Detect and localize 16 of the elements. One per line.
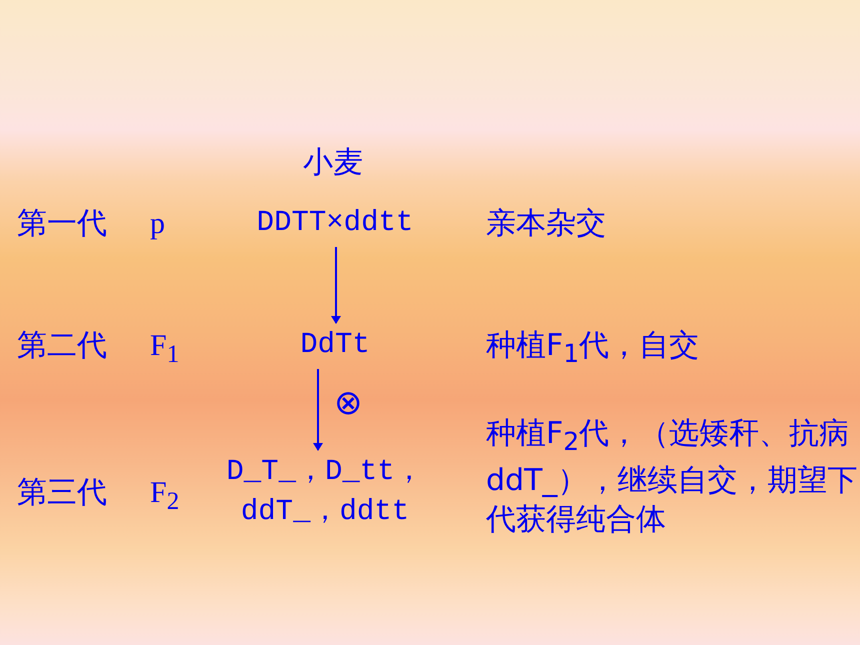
heading-text: 小麦 [303,144,363,182]
generation-symbol: F$_{2}$ [150,475,180,517]
selfing-symbol: ⊗ [334,384,362,423]
arrow [313,369,323,451]
genotype-text: DDTT×ddtt [240,203,430,243]
generation-label: 第一代 [17,205,107,243]
arrow [331,247,341,324]
generation-symbol: p [150,206,165,242]
generation-symbol: F$_{1}$ [150,328,180,370]
genotype-text: DdTt [290,325,380,365]
step-note: 种植F$_{2}$代，（选矮秆、抗病ddT_），继续自交，期望下代获得纯合体 [486,415,858,539]
generation-label: 第二代 [17,327,107,365]
step-note: 亲本杂交 [486,205,606,243]
step-note: 种植F$_{1}$代，自交 [486,327,700,370]
genotype-text: D_T_，D_tt， ddT_，ddtt [225,452,425,532]
generation-label: 第三代 [17,474,107,512]
